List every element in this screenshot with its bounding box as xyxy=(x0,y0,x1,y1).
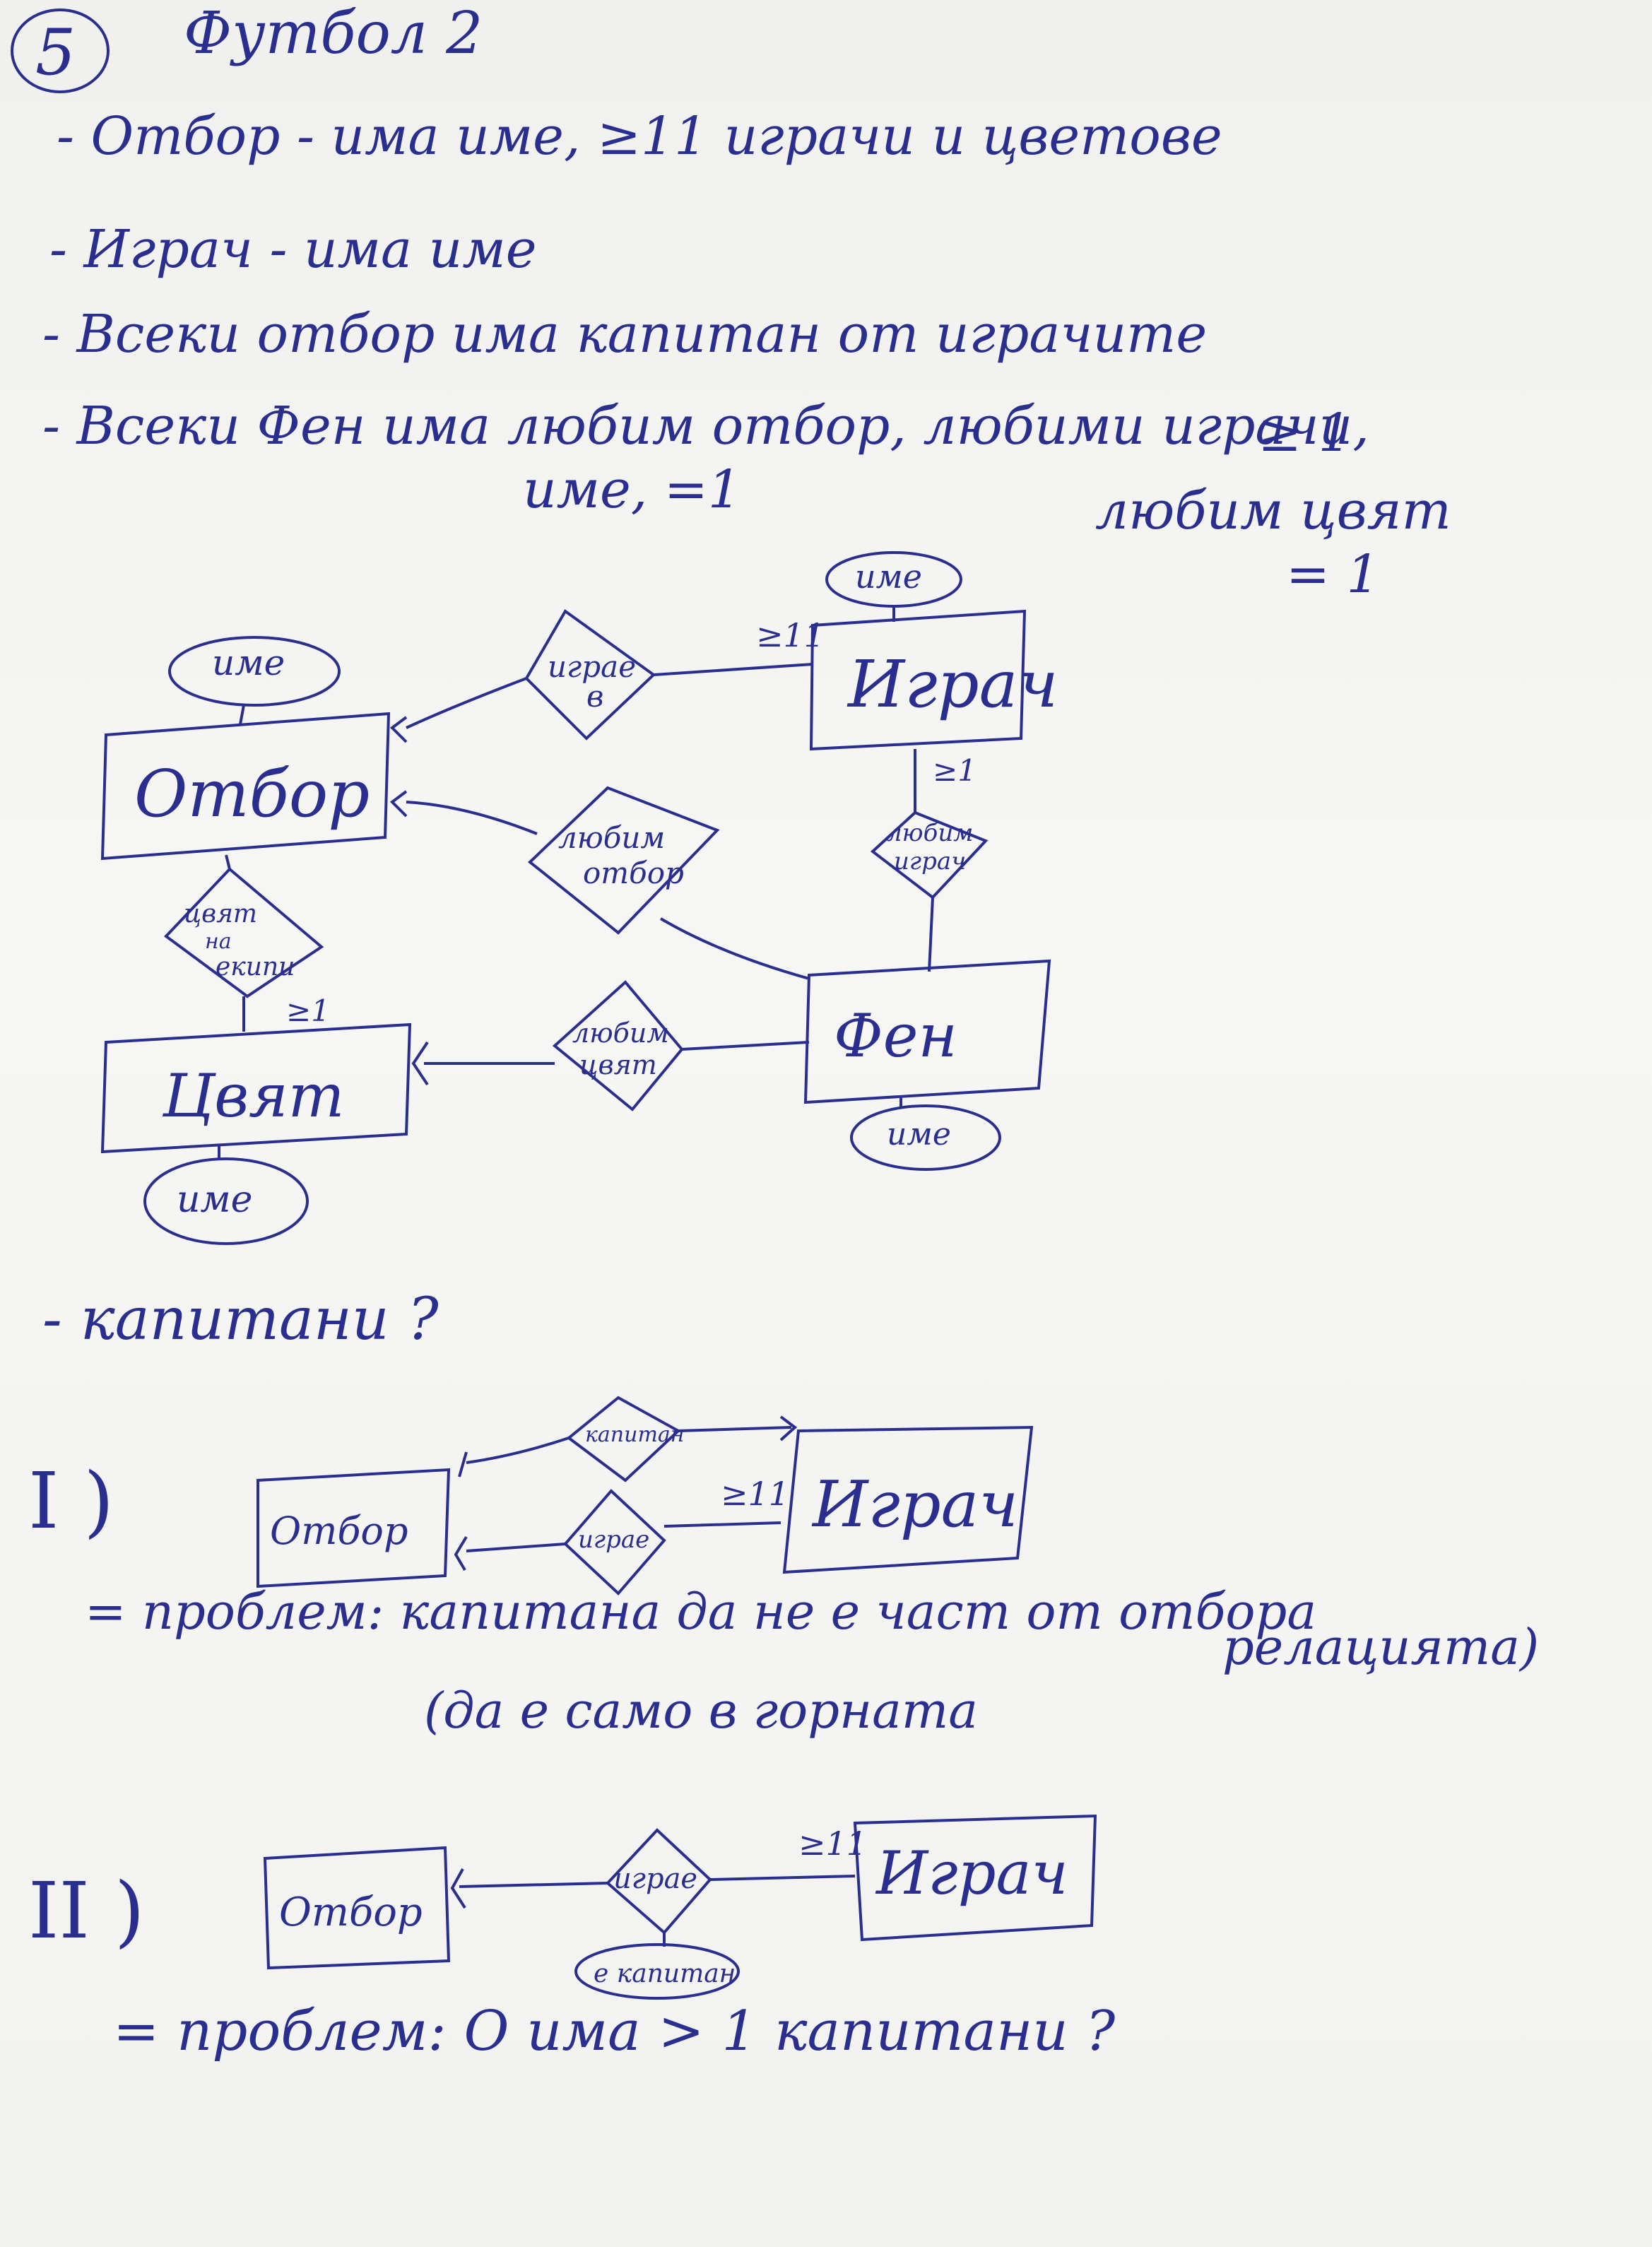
option1-rel-plays-label: играе xyxy=(578,1526,649,1554)
rel-fav-player-line1: любим xyxy=(887,819,973,847)
option2-player-label: Играч xyxy=(875,1839,1068,1908)
option2-attr-label: е капитан xyxy=(594,1959,736,1988)
entity-fan-label: Фен xyxy=(834,1001,957,1071)
attr-player-name-label: име xyxy=(855,558,922,596)
option1-problem-line2: (да е само в горната xyxy=(424,1682,978,1740)
main-er-diagram: Отбор Играч Цвят Фен име име име xyxy=(100,551,1058,1245)
rel-fav-player-line2: играч xyxy=(894,847,966,875)
entity-player: Играч xyxy=(809,609,1058,751)
option2-entity-team: Отбор xyxy=(263,1846,451,1970)
rel-team-colors-line2: на xyxy=(205,929,232,954)
card-plays-in-player: ≥11 xyxy=(756,616,825,654)
entity-color-label: Цвят xyxy=(162,1061,344,1131)
option1-entity-player: Играч xyxy=(782,1425,1034,1574)
number-circle: 5 xyxy=(11,8,110,93)
option2-attr-captain: е капитан xyxy=(574,1943,740,2000)
rel-fav-team-line2: отбор xyxy=(583,856,684,890)
entity-team-label: Отбор xyxy=(134,756,370,832)
option1-player-label: Играч xyxy=(811,1468,1018,1542)
option2-label: II ) xyxy=(28,1865,145,1956)
rel-team-colors: цвят на екипи ≥1 xyxy=(163,854,330,1032)
option1-rel-captain: капитан xyxy=(458,1396,798,1482)
option1-problem-line1-suffix: релацията) xyxy=(1222,1618,1540,1676)
captains-heading: - капитани ? xyxy=(42,1286,439,1353)
entity-team: Отбор xyxy=(100,712,391,861)
requirement-fan: - Всеки Фен има любим отбор, любими игра… xyxy=(42,396,1369,456)
rel-plays-in-line1: играе xyxy=(548,649,636,684)
entity-fan: Фен xyxy=(803,959,1051,1104)
attr-team-name-label: име xyxy=(212,642,285,683)
attr-player-name: име xyxy=(825,551,962,622)
header-title: Футбол 2 xyxy=(184,0,483,67)
rel-plays-in: играе в ≥11 xyxy=(389,609,825,743)
entity-color: Цвят xyxy=(100,1022,412,1154)
rel-fav-color-line2: цвят xyxy=(579,1049,657,1080)
option2-problem: = проблем: О има > 1 капитани ? xyxy=(113,2000,1116,2063)
option2-entity-player: Играч xyxy=(853,1814,1097,1942)
header-number: 5 xyxy=(35,16,76,90)
entity-player-label: Играч xyxy=(846,647,1058,722)
requirement-fan-name: име, =1 xyxy=(523,459,741,520)
option1-team-label: Отбор xyxy=(270,1509,408,1553)
rel-fav-color-line1: любим xyxy=(572,1018,669,1049)
option2-team-label: Отбор xyxy=(279,1889,423,1935)
rel-plays-in-line2: в xyxy=(586,679,603,714)
rel-team-colors-line1: цвят xyxy=(184,900,257,928)
rel-team-colors-line3: екипи xyxy=(216,953,295,981)
requirement-fav-color-card: = 1 xyxy=(1286,544,1380,605)
option2-rel-plays-label: играе xyxy=(613,1863,697,1895)
attr-fan-name-label: име xyxy=(887,1116,951,1152)
attr-color-name-label: име xyxy=(177,1179,252,1221)
option2-cardinality: ≥11 xyxy=(798,1824,867,1863)
option1-rel-captain-label: капитан xyxy=(585,1422,685,1447)
requirement-fan-players-card: ≥ 1 xyxy=(1258,403,1352,464)
card-player-fav: ≥1 xyxy=(933,753,977,788)
requirement-fav-color: любим цвят xyxy=(1095,480,1451,541)
option1-cardinality: ≥11 xyxy=(721,1475,789,1513)
rel-fav-player: любим играч ≥1 xyxy=(870,749,989,972)
attr-color-name: име xyxy=(143,1145,309,1245)
option1-rel-plays: играе ≥11 xyxy=(454,1475,789,1596)
option2-diagram: Отбор Играч играе ≥11 е капитан xyxy=(263,1814,1097,2000)
attr-team-name: име xyxy=(168,636,341,725)
option1-label: I ) xyxy=(28,1456,114,1546)
rel-fav-color: любим цвят xyxy=(411,980,810,1111)
requirement-player: - Играч - има име xyxy=(49,219,537,280)
rel-fav-team: любим отбор xyxy=(389,786,810,980)
option1-diagram: Отбор Играч капитан играе ≥11 xyxy=(256,1396,1034,1596)
option1-entity-team: Отбор xyxy=(256,1468,451,1588)
card-team-colors: ≥1 xyxy=(286,993,330,1028)
rel-fav-team-line1: любим xyxy=(558,820,665,855)
option1-problem-line1: = проблем: капитана да не е част от отбо… xyxy=(85,1583,1317,1641)
requirement-captain: - Всеки отбор има капитан от играчите xyxy=(42,304,1208,365)
requirement-team: - Отбор - има име, ≥11 играчи и цветове xyxy=(57,106,1222,167)
attr-fan-name: име xyxy=(850,1095,1001,1171)
option2-rel-plays: играе ≥11 xyxy=(450,1824,867,1947)
